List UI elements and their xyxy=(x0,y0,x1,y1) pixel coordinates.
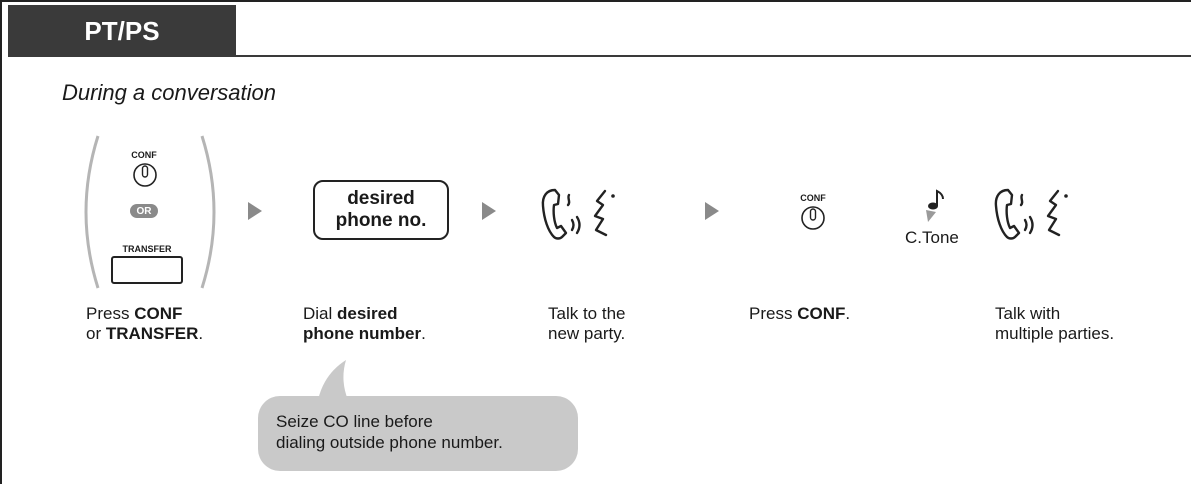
arrow-right-icon xyxy=(482,202,496,220)
step-2-caption: Dial desired phone number. xyxy=(303,304,426,343)
option-brackets xyxy=(84,135,216,289)
note-bubble xyxy=(258,396,578,471)
dial-box-line2: phone no. xyxy=(335,210,427,231)
confirmation-tone-label: C.Tone xyxy=(905,228,959,247)
step-4-caption: Press CONF. xyxy=(749,304,851,323)
frame-top-border xyxy=(0,0,1191,2)
conf-label: CONF xyxy=(800,193,826,203)
music-note-icon xyxy=(926,189,944,222)
header-rule xyxy=(8,55,1191,57)
frame-left-border xyxy=(0,0,2,484)
conf-label: CONF xyxy=(131,150,157,160)
conf-button-icon xyxy=(133,163,157,187)
subtitle: During a conversation xyxy=(62,80,277,105)
conf-button-icon xyxy=(801,206,825,230)
dial-box-line1: desired xyxy=(347,188,415,209)
step-5-caption: Talk with multiple parties. xyxy=(995,304,1115,343)
dial-box: desired phone no. xyxy=(313,180,449,240)
note-bubble-tail xyxy=(318,360,348,400)
or-badge: OR xyxy=(130,204,158,218)
transfer-label: TRANSFER xyxy=(122,244,172,254)
arrow-right-icon xyxy=(248,202,262,220)
handset-talk-icon xyxy=(994,188,1068,240)
arrow-right-icon xyxy=(705,202,719,220)
note-text: Seize CO line before dialing outside pho… xyxy=(276,412,503,452)
handset-talk-icon xyxy=(541,188,615,240)
step-1-caption: Press CONF or TRANSFER. xyxy=(86,304,204,343)
transfer-button-icon xyxy=(111,256,183,284)
step-3-caption: Talk to the new party. xyxy=(548,304,626,343)
header-tab: PT/PS xyxy=(8,5,236,57)
